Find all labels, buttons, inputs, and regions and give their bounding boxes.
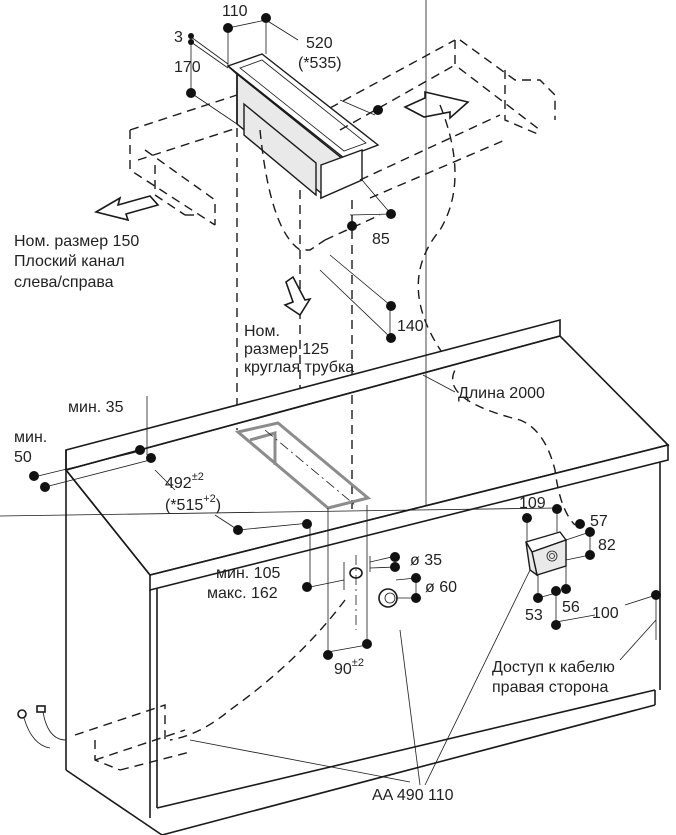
dim-56: 56: [562, 599, 580, 616]
dimension-points: [29, 13, 661, 660]
flat-duct-label-1: Ном. размер 150: [14, 233, 139, 250]
dimension-labels: 110 3 170 520 (*535) 85 140 мин. 35 мин.…: [14, 3, 619, 678]
dim-max-162: макс. 162: [207, 585, 278, 602]
dim-3: 3: [174, 29, 183, 46]
dim-d35: ø 35: [410, 552, 442, 569]
flat-duct-left: [129, 94, 238, 226]
round-pipe-label-1: Ном.: [244, 323, 280, 340]
power-plug-icon: [17, 709, 51, 749]
connector-plug-icon: [36, 705, 67, 741]
cable-gland-icon: [378, 588, 398, 608]
dim-82: 82: [598, 537, 616, 554]
countertop: [64, 318, 670, 592]
accessory-code-label: AA 490 110: [372, 787, 454, 804]
cable-access-label-1: Доступ к кабелю: [492, 659, 615, 676]
airflow-arrow-down-icon: [283, 275, 312, 317]
dim-170: 170: [174, 59, 201, 76]
dim-535: (*535): [298, 55, 342, 72]
dim-90: 90±2: [334, 657, 364, 678]
dim-109: 109: [519, 495, 546, 512]
connection-box: [524, 531, 568, 577]
dim-d60: ø 60: [425, 579, 457, 596]
dim-110: 110: [222, 3, 248, 20]
dim-515: (*515+2): [165, 493, 221, 514]
dim-85: 85: [372, 231, 390, 248]
dim-520: 520: [306, 35, 333, 52]
airflow-arrow-right-icon: [403, 90, 470, 120]
countertop-cutout: [234, 421, 372, 510]
flat-duct-right: [329, 39, 556, 199]
dim-492: 492±2: [165, 471, 204, 492]
dim-min-105: мин. 105: [216, 565, 280, 582]
cabinet: [65, 462, 661, 835]
dim-min-35: мин. 35: [68, 399, 124, 416]
cable-length-label: Длина 2000: [458, 385, 545, 402]
dim-100: 100: [592, 605, 619, 622]
flat-duct-label-3: слева/справа: [14, 274, 114, 291]
ventilation-unit: [226, 53, 380, 200]
accessory-box: [74, 704, 191, 771]
dim-57: 57: [590, 513, 608, 530]
annotation-labels: Ном. размер 150 Плоский канал слева/спра…: [14, 233, 615, 804]
dim-min-50-b: 50: [14, 449, 32, 466]
dim-140: 140: [397, 318, 424, 335]
dim-min-50-a: мин.: [14, 429, 47, 446]
round-pipe-label-2: размер 125: [244, 341, 329, 358]
cable-access-label-2: правая сторона: [492, 679, 608, 696]
round-pipe-label-3: круглая трубка: [244, 359, 354, 376]
dim-53: 53: [525, 607, 543, 624]
wall-socket-cutout: [343, 555, 398, 630]
power-cable: [417, 104, 576, 526]
flat-duct-label-2: Плоский канал: [14, 253, 125, 270]
airflow-arrow-left-icon: [93, 195, 160, 222]
